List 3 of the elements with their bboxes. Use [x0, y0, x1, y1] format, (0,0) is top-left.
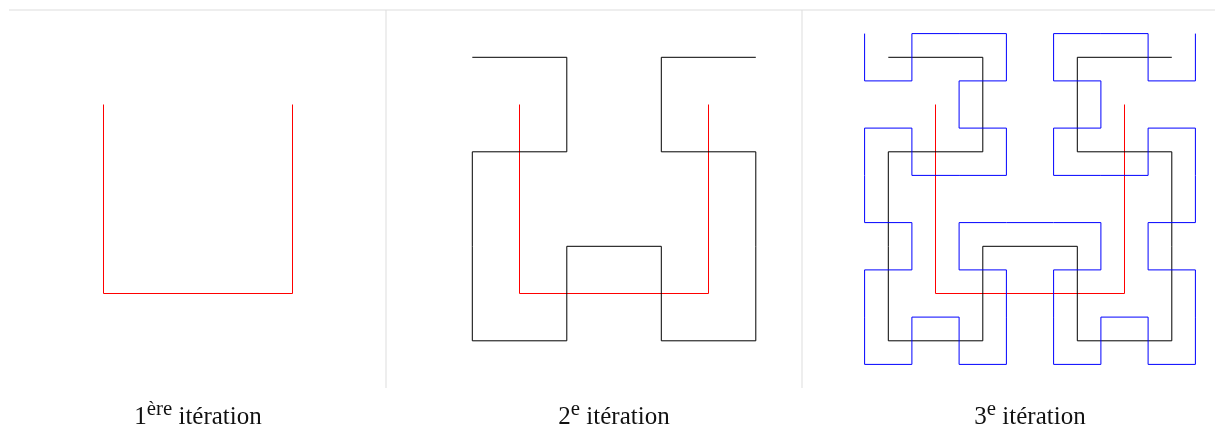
iteration-caption: 2$^{e}$ itération: [558, 402, 670, 430]
iteration-caption: 3$^{e}$ itération: [974, 402, 1086, 430]
iteration-caption: 1$^{ère}$ itération: [134, 402, 262, 430]
